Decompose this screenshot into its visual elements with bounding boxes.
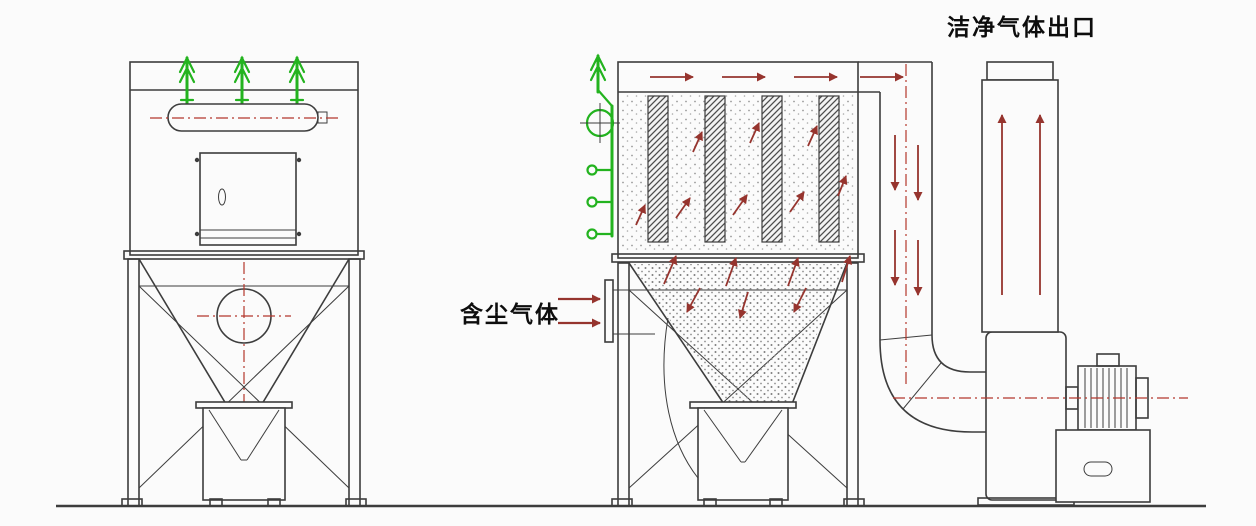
bin-cone bbox=[208, 409, 242, 461]
door-handle bbox=[218, 188, 226, 206]
bin-flange bbox=[195, 401, 293, 409]
motor bbox=[1065, 353, 1149, 431]
outlet-duct bbox=[879, 62, 988, 433]
access-door bbox=[194, 152, 302, 246]
filter-bag bbox=[761, 95, 783, 243]
hopper-slope bbox=[261, 258, 350, 405]
filter-bag bbox=[647, 95, 669, 243]
pulse-valve bbox=[233, 55, 251, 106]
valve-link-pipe bbox=[596, 88, 614, 108]
pulse-nozzle bbox=[586, 164, 614, 176]
bin-body bbox=[697, 407, 789, 501]
leg bbox=[127, 258, 140, 507]
fan-housing bbox=[985, 331, 1067, 501]
hinge-bolt bbox=[296, 157, 302, 163]
side-view: 含尘气体 bbox=[460, 14, 1188, 507]
pulse-valve bbox=[589, 53, 607, 94]
inlet-flange bbox=[604, 279, 614, 343]
filtration-arrows bbox=[635, 122, 848, 226]
hopper-slope bbox=[628, 262, 725, 405]
bin-cone bbox=[246, 409, 280, 461]
pulse-valves bbox=[178, 55, 306, 106]
bin-cone bbox=[744, 409, 783, 463]
duct-inner-wall bbox=[931, 62, 988, 373]
front-view bbox=[121, 55, 367, 507]
base-band bbox=[123, 250, 365, 260]
drain-line bbox=[663, 317, 699, 479]
inlet-port bbox=[197, 262, 291, 442]
dust-fall-arrows bbox=[686, 287, 807, 319]
cabinet-body bbox=[617, 61, 859, 259]
hinge-bolt bbox=[296, 231, 302, 237]
stack-up-arrows bbox=[997, 114, 1045, 295]
cross-brace bbox=[138, 285, 350, 489]
inlet-label: 含尘气体 bbox=[460, 301, 560, 328]
exhaust-stack: 洁净气体出口 bbox=[947, 14, 1097, 333]
pulse-system bbox=[580, 53, 620, 240]
bin-flange bbox=[689, 401, 797, 409]
outlet-label: 洁净气体出口 bbox=[947, 14, 1097, 41]
pulse-valve bbox=[288, 55, 306, 106]
hinge-bolt bbox=[194, 157, 200, 163]
bin-foot bbox=[703, 498, 717, 507]
leg-foot bbox=[345, 498, 367, 507]
bin-cone bbox=[703, 409, 742, 463]
pulse-nozzle bbox=[586, 196, 614, 208]
bin-foot bbox=[769, 498, 783, 507]
stack-body bbox=[981, 79, 1059, 333]
duct-down-arrows bbox=[890, 135, 923, 296]
pulse-nozzle bbox=[586, 228, 614, 240]
hopper-slope bbox=[138, 258, 227, 405]
pulse-valve bbox=[178, 55, 196, 106]
leg bbox=[617, 262, 630, 507]
door-panel bbox=[199, 152, 297, 246]
filter-bags bbox=[647, 95, 840, 243]
leg bbox=[846, 262, 859, 507]
hopper-slope bbox=[791, 262, 848, 405]
filter-bag bbox=[704, 95, 726, 243]
fan bbox=[977, 331, 1075, 506]
leg bbox=[348, 258, 361, 507]
leg-foot bbox=[121, 498, 143, 507]
bin-foot bbox=[267, 498, 281, 507]
leg-foot bbox=[611, 498, 633, 507]
pedestal bbox=[1055, 429, 1151, 503]
bin-foot bbox=[209, 498, 223, 507]
air-header bbox=[150, 103, 338, 132]
riser-arrows bbox=[663, 255, 852, 287]
terminal-box bbox=[1096, 353, 1120, 367]
dust-bin bbox=[689, 401, 797, 507]
hopper-dust-texture bbox=[631, 264, 845, 402]
header-end-stub bbox=[317, 111, 328, 124]
base-band bbox=[611, 253, 865, 263]
inlet-duct: 含尘气体 bbox=[460, 279, 655, 343]
bin-body bbox=[202, 407, 286, 501]
pedestal-slot bbox=[1083, 461, 1113, 477]
dust-bin bbox=[195, 401, 293, 507]
leg-foot bbox=[843, 498, 865, 507]
centerlines bbox=[893, 64, 1188, 399]
stack-cap bbox=[986, 61, 1054, 81]
hopper bbox=[628, 262, 848, 479]
filter-bag bbox=[818, 95, 840, 243]
hinge-bolt bbox=[194, 231, 200, 237]
duct-outer-wall bbox=[879, 92, 988, 433]
elbow-joint bbox=[902, 362, 942, 410]
motor-base bbox=[1055, 429, 1151, 503]
